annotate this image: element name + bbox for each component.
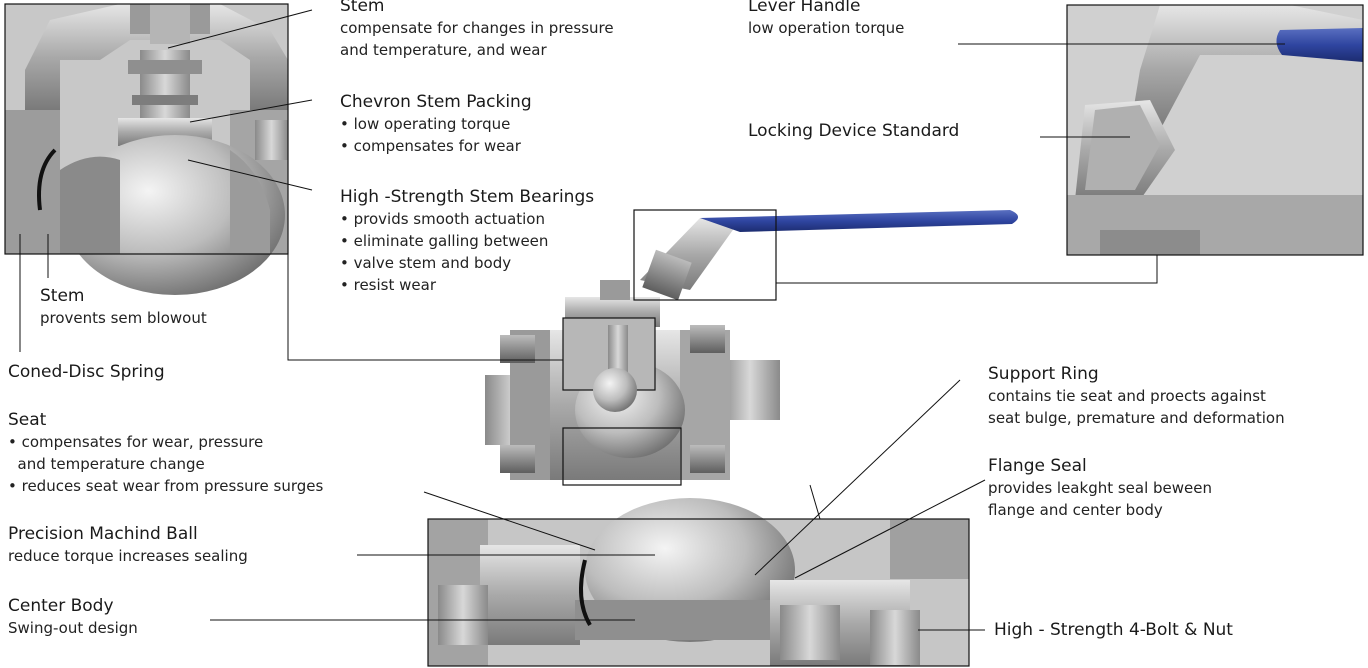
callout-text: low operation torque [748,19,905,37]
callout-stem-top: Stem compensate for changes in pressure … [340,0,614,61]
inset-lever-detail [1066,4,1364,256]
callout-text: and temperature, and wear [340,41,547,59]
callout-seat: Seat • compensates for wear, pressure an… [8,410,323,497]
callout-text: provides leakght seal beween [988,479,1213,497]
callout-flange-seal: Flange Seal provides leakght seal beween… [988,456,1212,521]
callout-title: Seat [8,410,47,430]
callout-locking-device: Locking Device Standard [748,121,959,142]
callout-bullet: • valve stem and body [340,254,512,272]
callout-title: Coned-Disc Spring [8,362,165,382]
central-valve [485,209,1019,486]
callout-bullet: • low operating torque [340,115,511,133]
callout-title: Precision Machind Ball [8,524,198,544]
callout-text: compensate for changes in pressure [340,19,614,37]
callout-support-ring: Support Ring contains tie seat and proec… [988,364,1285,429]
callout-title: Stem [40,286,85,306]
callout-lever-handle: Lever Handle low operation torque [748,0,904,39]
callout-bullet: and temperature change [8,455,205,473]
callout-text: provents sem blowout [40,309,207,327]
callout-stem-bearings: High -Strength Stem Bearings • provids s… [340,187,594,296]
callout-text: reduce torque increases sealing [8,547,248,565]
callout-bullet: • provids smooth actuation [340,210,545,228]
callout-text: Swing-out design [8,619,138,637]
callout-bullet: • compensates for wear, pressure [8,433,264,451]
callout-title: Center Body [8,596,114,616]
callout-stem-left: Stem provents sem blowout [40,286,207,329]
callout-title: Chevron Stem Packing [340,92,532,112]
callout-title: High -Strength Stem Bearings [340,187,595,207]
callout-title: High - Strength 4-Bolt & Nut [994,620,1233,640]
callout-bullet: • resist wear [340,276,436,294]
callout-title: Flange Seal [988,456,1087,476]
callout-bullet: • compensates for wear [340,137,521,155]
callout-text: flange and center body [988,501,1163,519]
leader-lines [19,9,1285,631]
callout-title: Locking Device Standard [748,121,960,141]
callout-bullet: • reduces seat wear from pressure surges [8,477,324,495]
callout-bullet: • eliminate galling between [340,232,549,250]
callout-title: Stem [340,0,385,16]
inset-body-section [427,498,970,667]
callout-chevron-stem-packing: Chevron Stem Packing • low operating tor… [340,92,532,157]
callout-text: seat bulge, premature and deformation [988,409,1285,427]
callout-center-body: Center Body Swing-out design [8,596,138,639]
callout-text: contains tie seat and proects against [988,387,1266,405]
callout-precision-ball: Precision Machind Ball reduce torque inc… [8,524,248,567]
callout-title: Support Ring [988,364,1099,384]
callout-coned-disc-spring: Coned-Disc Spring [8,362,165,383]
callout-bolt-nut: High - Strength 4-Bolt & Nut [994,620,1233,641]
callout-title: Lever Handle [748,0,861,16]
inset-stem-detail [4,3,289,295]
